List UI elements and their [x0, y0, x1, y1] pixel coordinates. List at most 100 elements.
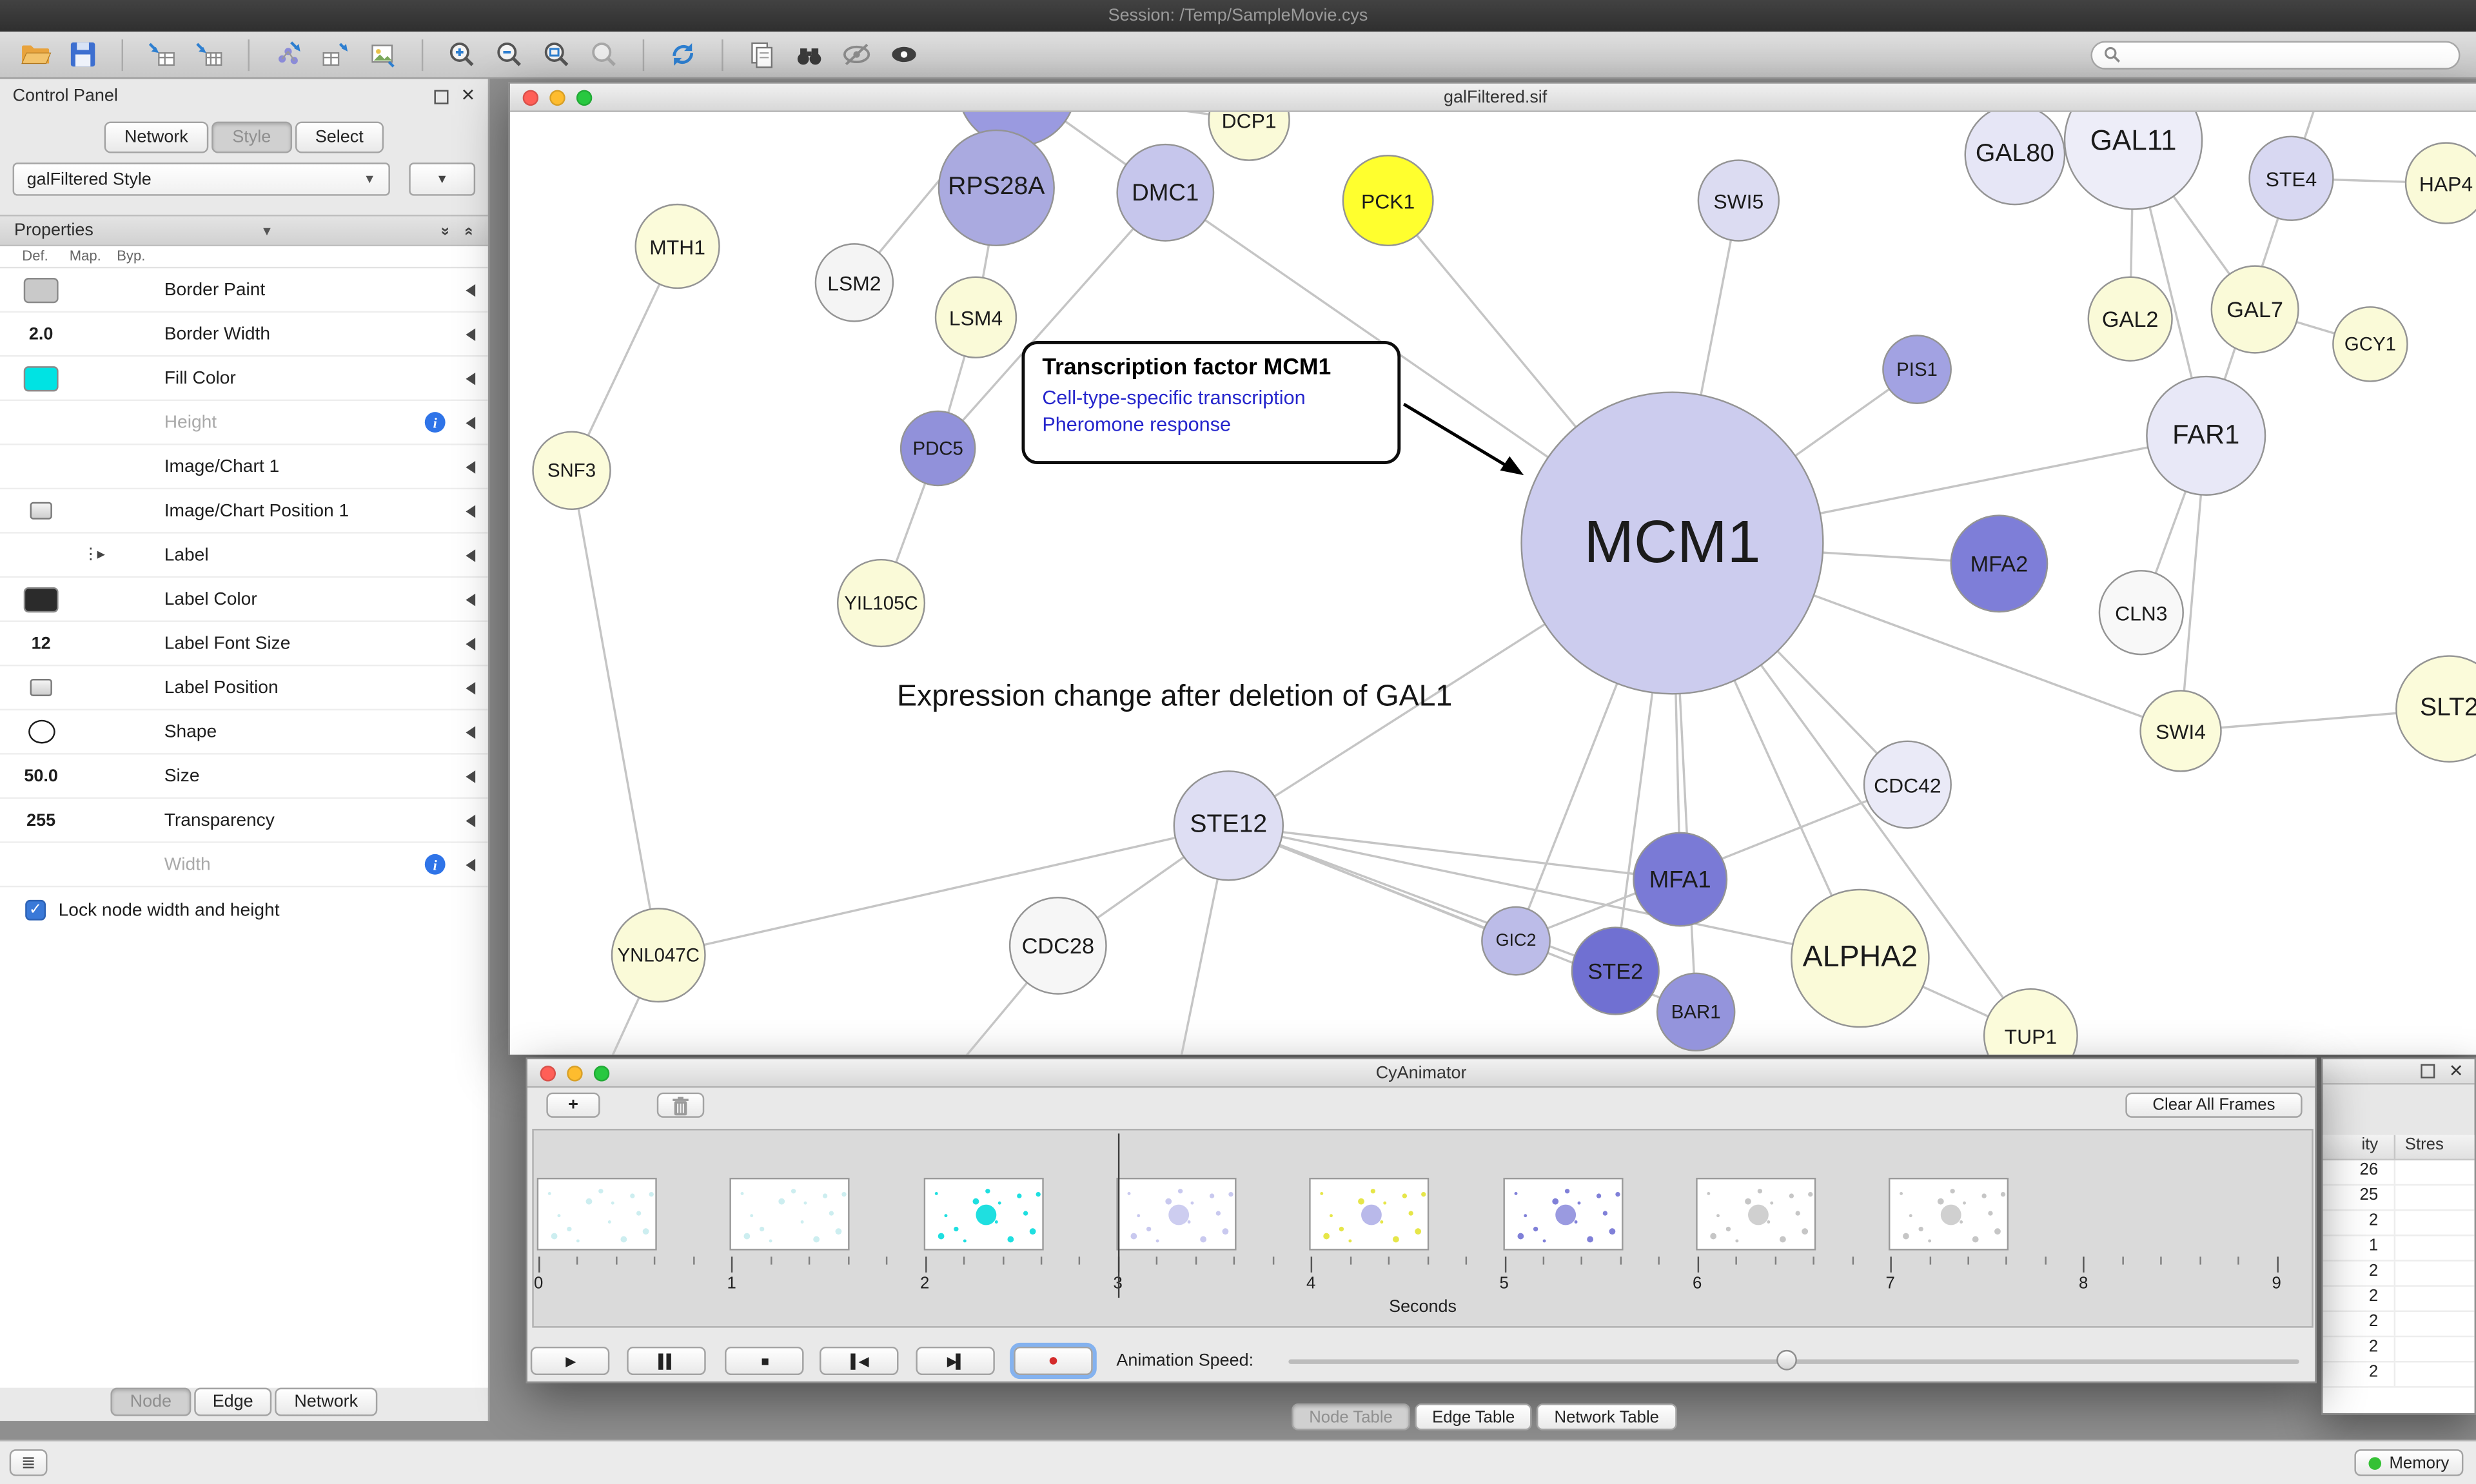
minimize-window-icon[interactable] — [567, 1066, 583, 1082]
export-table-icon[interactable] — [316, 35, 355, 74]
frame-thumbnail[interactable] — [1502, 1177, 1623, 1251]
search-input[interactable] — [2090, 40, 2461, 69]
record-button[interactable]: ● — [1014, 1346, 1093, 1376]
expand-row-icon[interactable] — [466, 592, 476, 606]
network-node[interactable]: LSM4 — [934, 276, 1017, 358]
properties-header[interactable]: Properties ▼ » » — [0, 215, 488, 247]
expand-row-icon[interactable] — [466, 725, 476, 738]
network-node[interactable]: CDC42 — [1863, 740, 1952, 829]
play-button[interactable]: ▶ — [530, 1346, 610, 1376]
zoom-out-icon[interactable] — [489, 35, 529, 74]
network-node[interactable]: DMC1 — [1116, 143, 1215, 242]
network-node[interactable]: ALPHA2 — [1791, 888, 1930, 1028]
network-node[interactable]: STE12 — [1173, 770, 1284, 881]
network-node[interactable]: PDC5 — [899, 410, 976, 487]
search-field[interactable] — [2127, 44, 2448, 64]
skip-end-button[interactable]: ▶▌ — [916, 1346, 995, 1376]
property-row[interactable]: Border Paint — [0, 268, 488, 313]
table-row[interactable]: 2 — [2323, 1211, 2475, 1236]
property-row[interactable]: Image/Chart Position 1 — [0, 489, 488, 534]
tab-style[interactable]: Style — [211, 121, 292, 153]
network-node[interactable]: LSM2 — [814, 243, 894, 322]
expand-row-icon[interactable] — [466, 283, 476, 297]
tab-network-style[interactable]: Network — [275, 1387, 377, 1416]
network-node[interactable]: PCK1 — [1342, 155, 1434, 247]
close-window-icon[interactable] — [540, 1066, 556, 1082]
network-node[interactable]: SWI5 — [1697, 159, 1780, 242]
info-icon[interactable]: i — [424, 854, 446, 875]
info-icon[interactable]: i — [424, 412, 446, 433]
close-panel-icon[interactable]: ✕ — [2448, 1061, 2464, 1081]
network-node[interactable]: MFA2 — [1950, 514, 2049, 613]
table-row[interactable]: 2 — [2323, 1261, 2475, 1287]
annotation-copy-icon[interactable] — [742, 35, 781, 74]
network-node[interactable]: GIC2 — [1481, 906, 1551, 976]
export-image-icon[interactable] — [363, 35, 402, 74]
table-row[interactable]: 2 — [2323, 1312, 2475, 1338]
tab-edge-style[interactable]: Edge — [193, 1387, 273, 1416]
add-frame-button[interactable]: + — [546, 1092, 600, 1118]
network-node[interactable]: CLN3 — [2098, 570, 2184, 656]
refresh-layout-icon[interactable] — [663, 35, 703, 74]
expand-row-icon[interactable] — [466, 416, 476, 429]
timeline-playhead[interactable] — [1117, 1133, 1120, 1298]
tab-node-style[interactable]: Node — [111, 1387, 191, 1416]
network-canvas[interactable]: Expression change after deletion of GAL1… — [510, 112, 2476, 1055]
float-panel-icon[interactable] — [433, 89, 448, 104]
property-row[interactable]: Label Color — [0, 578, 488, 622]
delete-frame-button[interactable] — [656, 1092, 705, 1118]
clear-all-frames-button[interactable]: Clear All Frames — [2125, 1092, 2303, 1118]
column-header[interactable]: ity — [2323, 1135, 2396, 1159]
lock-size-row[interactable]: ✓ Lock node width and height — [0, 887, 488, 921]
annotation-link[interactable]: Cell-type-specific transcription — [1042, 386, 1306, 409]
close-window-icon[interactable] — [522, 90, 539, 106]
tab-edge-table[interactable]: Edge Table — [1415, 1403, 1533, 1430]
expand-row-icon[interactable] — [466, 681, 476, 694]
open-session-icon[interactable] — [15, 35, 55, 74]
expand-row-icon[interactable] — [466, 460, 476, 473]
network-node[interactable]: HAP4 — [2404, 142, 2476, 224]
style-dropdown[interactable]: galFiltered Style ▼ — [12, 162, 390, 196]
zoom-in-icon[interactable] — [442, 35, 482, 74]
timeline[interactable]: Seconds 0123456789 — [532, 1129, 2314, 1328]
network-node[interactable]: YNL047C — [611, 908, 706, 1003]
tab-select[interactable]: Select — [295, 121, 384, 153]
network-node[interactable]: YIL105C — [836, 558, 926, 648]
frame-thumbnail[interactable] — [1695, 1177, 1816, 1251]
color-swatch[interactable] — [23, 365, 59, 391]
table-row[interactable]: 2 — [2323, 1362, 2475, 1388]
network-window-titlebar[interactable]: galFiltered.sif — [510, 83, 2476, 112]
maximize-window-icon[interactable] — [576, 90, 593, 106]
memory-button[interactable]: Memory — [2354, 1449, 2464, 1476]
expand-row-icon[interactable] — [466, 504, 476, 518]
network-node[interactable]: GAL2 — [2087, 276, 2173, 362]
expand-all-icon[interactable]: » — [460, 226, 478, 235]
pause-button[interactable]: ▌▌ — [627, 1346, 706, 1376]
export-network-icon[interactable] — [268, 35, 308, 74]
import-network-icon[interactable] — [142, 35, 181, 74]
table-row[interactable]: 26 — [2323, 1160, 2475, 1186]
hide-selected-icon[interactable] — [837, 35, 876, 74]
frame-thumbnail[interactable] — [536, 1177, 657, 1251]
expand-row-icon[interactable] — [466, 327, 476, 340]
property-row[interactable]: Image/Chart 1 — [0, 445, 488, 490]
skip-start-button[interactable]: ▌◀ — [820, 1346, 899, 1376]
table-row[interactable]: 1 — [2323, 1236, 2475, 1262]
float-panel-icon[interactable] — [2420, 1064, 2435, 1079]
frame-thumbnail[interactable] — [1889, 1177, 2009, 1251]
network-node[interactable]: MCM1 — [1520, 391, 1824, 695]
property-row[interactable]: Shape — [0, 710, 488, 755]
network-node[interactable]: MFA1 — [1633, 832, 1728, 927]
save-session-icon[interactable] — [63, 35, 103, 74]
expand-row-icon[interactable] — [466, 858, 476, 871]
stop-button[interactable]: ■ — [725, 1346, 804, 1376]
expand-row-icon[interactable] — [466, 769, 476, 783]
maximize-window-icon[interactable] — [593, 1066, 610, 1082]
expand-row-icon[interactable] — [466, 549, 476, 561]
expand-row-icon[interactable] — [466, 814, 476, 827]
cyanimator-titlebar[interactable]: CyAnimator — [527, 1059, 2315, 1088]
